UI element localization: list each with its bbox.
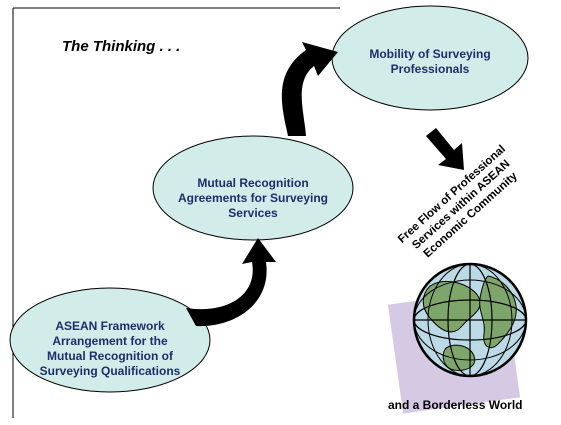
oval-asean-framework-label: ASEAN Framework Arrangement for the Mutu… (20, 319, 200, 379)
oval-asean-framework-line: Mutual Recognition of (47, 349, 173, 363)
oval-asean-framework (9, 287, 211, 393)
curved-arrow-icon (281, 42, 338, 136)
borderless-world-caption: and a Borderless World (388, 398, 523, 412)
globe-icon (412, 262, 528, 378)
oval-mutual-recognition-line: Agreements for Surveying (177, 191, 329, 205)
page-title: The Thinking . . . (62, 38, 181, 55)
oval-mutual-recognition (152, 135, 354, 241)
oval-mobility-line: Mobility of Surveying (369, 47, 491, 61)
down-arrow-icon (426, 128, 464, 170)
oval-mobility-label: Mobility of Surveying Professionals (340, 47, 520, 77)
oval-mutual-recognition-label: Mutual Recognition Agreements for Survey… (168, 176, 338, 221)
oval-mutual-recognition-line: Services (228, 206, 278, 220)
oval-asean-framework-line: ASEAN Framework (55, 319, 165, 333)
oval-mutual-recognition-line: Mutual Recognition (197, 176, 309, 190)
curved-arrow-icon (186, 238, 276, 327)
oval-asean-framework-line: Arrangement for the (52, 334, 168, 348)
oval-asean-framework-line: Surveying Qualifications (39, 364, 181, 378)
oval-mobility-line: Professionals (390, 62, 470, 76)
